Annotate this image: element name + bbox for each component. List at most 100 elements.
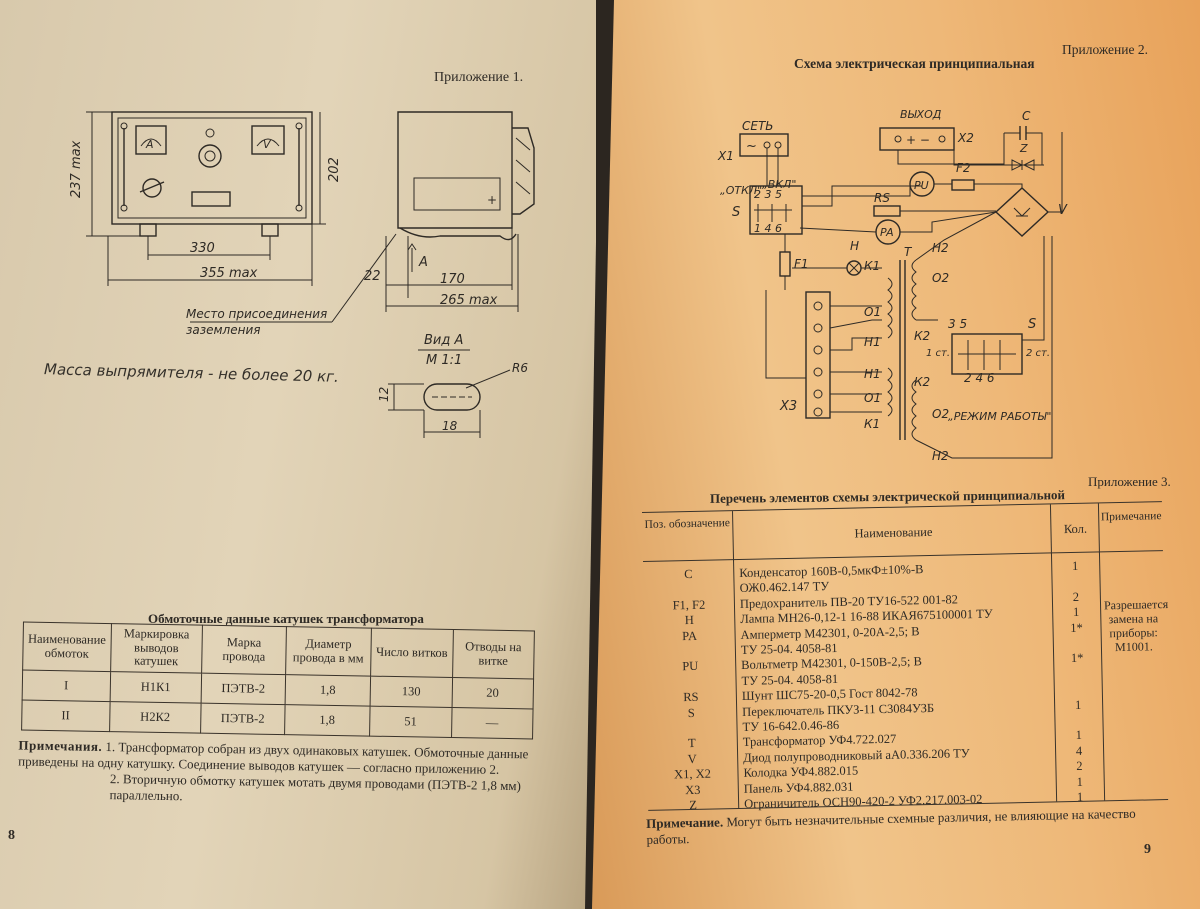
svg-text:Вид А: Вид А bbox=[424, 333, 463, 348]
fuse-f1: F1 bbox=[779, 234, 809, 290]
svg-text:V: V bbox=[1058, 203, 1068, 218]
svg-text:202: 202 bbox=[327, 157, 342, 182]
table-header-cell: Отводы на витке bbox=[452, 629, 535, 679]
table-cell: Н2К2 bbox=[109, 701, 202, 734]
svg-text:Н1: Н1 bbox=[864, 335, 881, 349]
svg-text:ВЫХОД: ВЫХОД bbox=[900, 108, 942, 121]
handle-left-icon bbox=[120, 122, 128, 212]
capacitor-c: C bbox=[1003, 109, 1043, 165]
svg-text:О1: О1 bbox=[864, 305, 881, 319]
qty-cell: 1 bbox=[1071, 558, 1079, 574]
svg-text:„ОТКЛ": „ОТКЛ" bbox=[720, 184, 762, 197]
nameplate bbox=[191, 191, 231, 207]
table-cell: ПЭТВ-2 bbox=[200, 703, 285, 735]
lamp-h-icon: H bbox=[792, 239, 882, 276]
wires-top bbox=[766, 132, 1063, 233]
elements-remark: Разрешается замена на приборы: М1001. bbox=[1103, 597, 1169, 655]
mode-knob-icon bbox=[198, 128, 222, 168]
transformer-t: К1 О1 Н1 Н1 О1 К1 T Н2 О2 К2 К2 О2 Н2 bbox=[864, 211, 1053, 463]
side-dimensions: А 22 170 265 max bbox=[364, 228, 519, 312]
appendix-2-label: Приложение 2. bbox=[1062, 42, 1148, 57]
voltmeter-pu-icon: PU bbox=[909, 171, 935, 197]
qty-cell: 1 bbox=[1076, 789, 1084, 805]
svg-text:2 ст.: 2 ст. bbox=[1026, 348, 1050, 359]
svg-text:1 4 6: 1 4 6 bbox=[754, 222, 782, 235]
svg-text:К1: К1 bbox=[864, 417, 880, 431]
handle-right-icon bbox=[295, 122, 303, 212]
table-cell: ПЭТВ-2 bbox=[201, 673, 286, 705]
svg-text:1 ст.: 1 ст. bbox=[926, 348, 950, 359]
diode-bridge-v: V bbox=[994, 187, 1068, 237]
qty-cell bbox=[1053, 666, 1101, 682]
svg-text:170: 170 bbox=[440, 272, 465, 287]
table-header-cell: Наименование обмоток bbox=[22, 622, 111, 672]
power-switch-icon bbox=[139, 178, 165, 198]
front-dimensions: 237 max 202 330 355 max bbox=[69, 111, 342, 286]
svg-text:М 1:1: М 1:1 bbox=[426, 353, 462, 368]
winding-notes: Примечания. 1. Трансформатор собран из д… bbox=[17, 737, 538, 810]
elements-name-column: Конденсатор 160В-0,5мкФ±10%-В ОЖ0.462.14… bbox=[739, 559, 1054, 812]
svg-text:F2: F2 bbox=[956, 161, 971, 175]
svg-text:+ −: + − bbox=[906, 133, 930, 147]
appendix-1-label: Приложение 1. bbox=[434, 70, 524, 85]
table-header-cell: Диаметр провода в мм bbox=[285, 626, 372, 677]
svg-text:Х1: Х1 bbox=[717, 149, 734, 163]
svg-text:+: + bbox=[487, 193, 497, 207]
svg-text:18: 18 bbox=[442, 419, 458, 433]
qty-cell: 1* bbox=[1070, 620, 1083, 635]
mains-connector-x1: СЕТЬ ~ Х1 bbox=[717, 119, 789, 163]
output-connector-x2: ВЫХОД + − Х2 bbox=[879, 108, 974, 151]
svg-text:О2: О2 bbox=[932, 271, 949, 285]
elements-header-row: Поз. обозначение Наименование Кол. Приме… bbox=[642, 501, 1163, 562]
svg-text:265 max: 265 max bbox=[440, 293, 498, 308]
table-header-cell: Марка провода bbox=[201, 625, 287, 675]
svg-text:Н2: Н2 bbox=[932, 241, 949, 255]
ground-note-line2: заземления bbox=[186, 323, 260, 337]
qty-cell: 2 bbox=[1076, 759, 1083, 774]
svg-text:S: S bbox=[1028, 317, 1036, 332]
designation-cell: Z bbox=[689, 798, 698, 813]
svg-text:„ВКЛ": „ВКЛ" bbox=[762, 178, 796, 191]
shunt-rs: RS bbox=[873, 191, 901, 217]
slot-outline bbox=[423, 383, 481, 411]
svg-text:A: A bbox=[145, 138, 154, 151]
svg-text:Х2: Х2 bbox=[957, 131, 974, 145]
page-number-left: 8 bbox=[8, 828, 15, 843]
table-header-cell: Число витков bbox=[370, 628, 453, 678]
qty-cell bbox=[1054, 712, 1102, 728]
winding-table: Наименование обмоток Маркировка выводов … bbox=[21, 622, 535, 740]
svg-text:~: ~ bbox=[746, 139, 757, 154]
rectifier-front-view: A V bbox=[69, 111, 342, 286]
qty-cell: 1 bbox=[1074, 697, 1082, 712]
svg-text:К2: К2 bbox=[914, 329, 930, 343]
switch-s1: „ОТКЛ" „ВКЛ" 2 3 5 1 4 6 S bbox=[720, 178, 803, 235]
table-header-cell: Маркировка выводов катушек bbox=[110, 623, 203, 674]
elements-list: Поз. обозначение Наименование Кол. Приме… bbox=[642, 501, 1168, 814]
svg-text:Н2: Н2 bbox=[932, 449, 949, 463]
svg-text:Н1: Н1 bbox=[864, 367, 881, 381]
table-cell: — bbox=[451, 707, 534, 739]
right-page: Приложение 2. Схема электрическая принци… bbox=[592, 0, 1200, 909]
svg-text:T: T bbox=[904, 245, 913, 259]
ground-note-line1: Место присоединения bbox=[186, 307, 327, 321]
svg-text:S: S bbox=[732, 205, 740, 220]
svg-text:А: А bbox=[418, 255, 428, 270]
svg-text:H: H bbox=[850, 239, 859, 253]
svg-text:3 5: 3 5 bbox=[948, 317, 967, 331]
table-cell: II bbox=[21, 700, 110, 732]
svg-text:К2: К2 bbox=[914, 375, 930, 389]
elements-header-cell: Кол. bbox=[1063, 521, 1088, 537]
svg-text:RS: RS bbox=[874, 191, 890, 205]
rectifier-side-view: + А 22 170 265 max Место присоединения з… bbox=[186, 111, 535, 337]
svg-text:C: C bbox=[1022, 109, 1031, 123]
table-cell: 1,8 bbox=[284, 704, 371, 737]
ammeter-icon: A bbox=[135, 125, 167, 155]
page-number-right: 9 bbox=[1144, 842, 1151, 857]
schematic-title: Схема электрическая принципиальная bbox=[794, 56, 1035, 71]
qty-cell bbox=[1051, 574, 1099, 590]
elements-header-cell: Поз. обозначение bbox=[644, 517, 731, 531]
electrical-schematic: СЕТЬ ~ Х1 ВЫХОД + − Х2 C Z „ОТКЛ" „ВКЛ" bbox=[717, 108, 1068, 463]
winding-table-title: Обмоточные данные катушек трансформатора bbox=[148, 611, 424, 626]
qty-cell: 2 bbox=[1072, 589, 1080, 604]
table-cell: I bbox=[22, 670, 111, 702]
